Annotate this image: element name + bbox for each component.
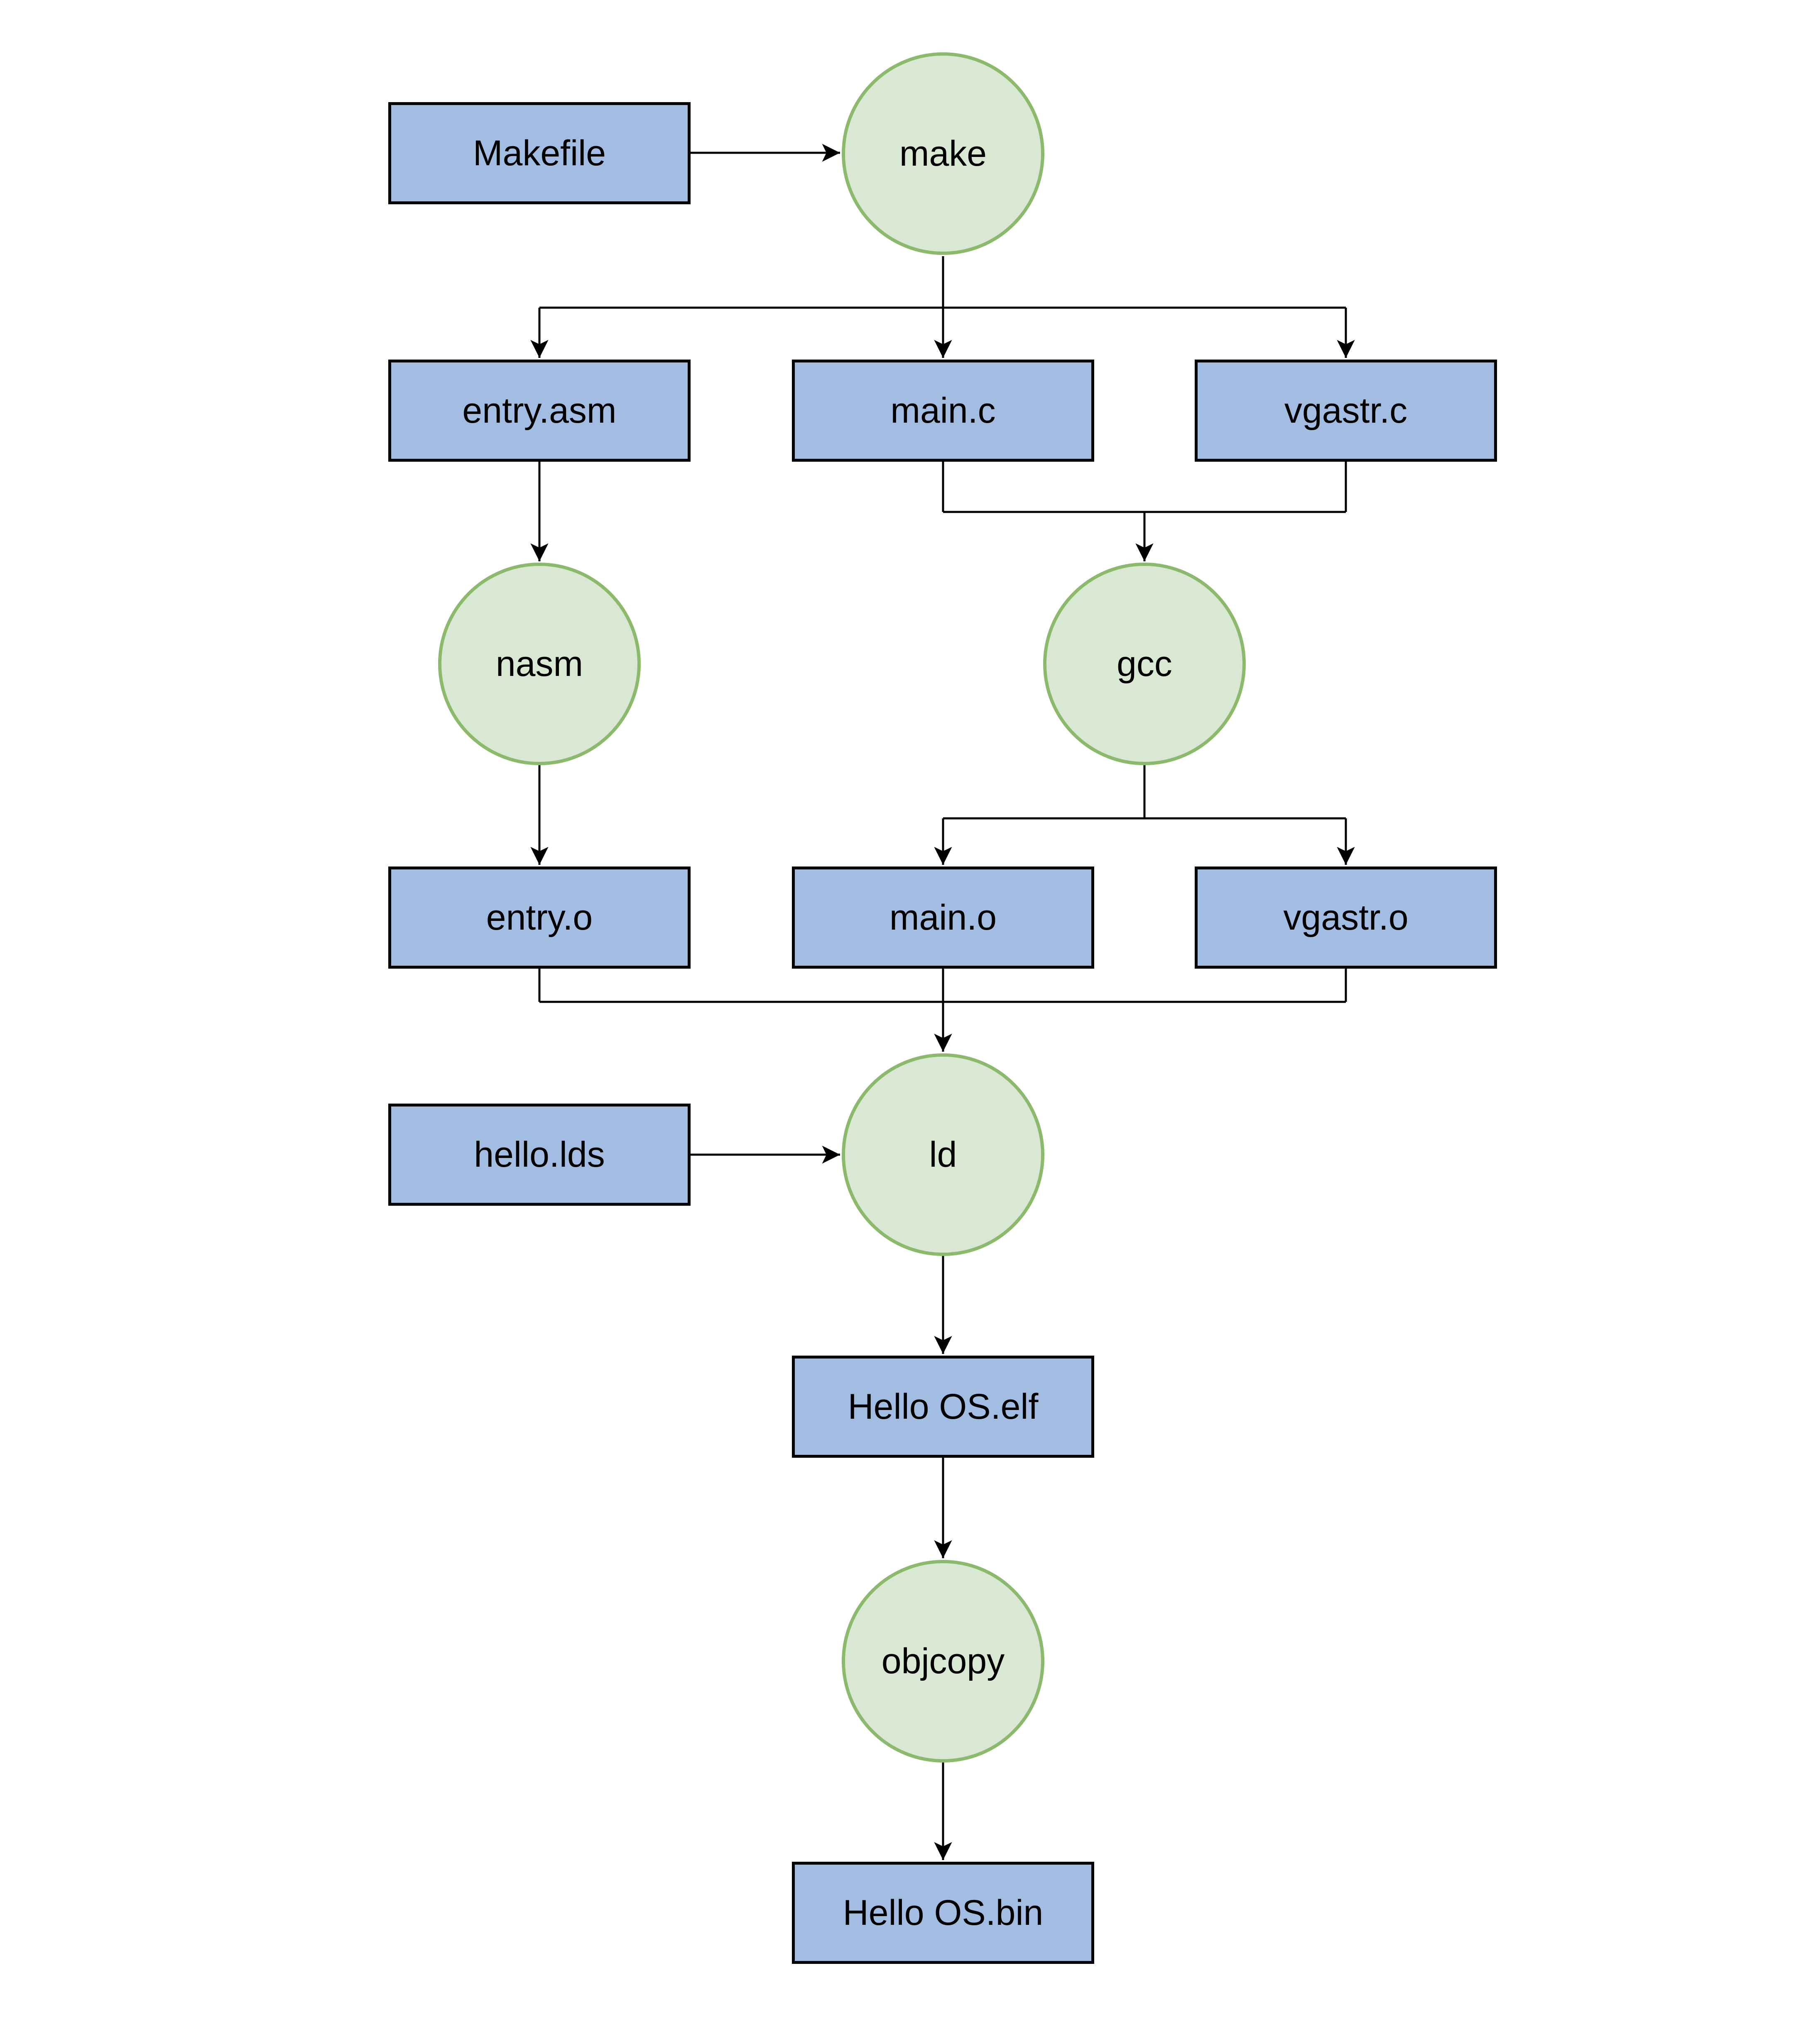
node-hello-lds: hello.lds xyxy=(388,1104,691,1206)
node-nasm-label: nasm xyxy=(495,644,583,684)
node-gcc-label: gcc xyxy=(1117,644,1172,684)
node-main-c-label: main.c xyxy=(890,391,996,431)
node-gcc: gcc xyxy=(1043,563,1246,765)
node-make: make xyxy=(842,52,1044,255)
node-objcopy-label: objcopy xyxy=(881,1641,1005,1681)
node-entry-asm-label: entry.asm xyxy=(462,391,617,431)
node-vgastr-o: vgastr.o xyxy=(1195,867,1497,969)
node-entry-asm: entry.asm xyxy=(388,360,691,462)
node-ld: ld xyxy=(842,1053,1044,1256)
node-makefile: Makefile xyxy=(388,102,691,204)
node-vgastr-c: vgastr.c xyxy=(1195,360,1497,462)
node-vgastr-c-label: vgastr.c xyxy=(1284,391,1408,431)
node-hello-lds-label: hello.lds xyxy=(474,1135,605,1175)
node-main-c: main.c xyxy=(792,360,1094,462)
node-hello-os-elf-label: Hello OS.elf xyxy=(848,1387,1039,1427)
node-hello-os-bin-label: Hello OS.bin xyxy=(843,1893,1044,1933)
node-vgastr-o-label: vgastr.o xyxy=(1283,898,1409,938)
node-entry-o-label: entry.o xyxy=(486,898,593,938)
node-entry-o: entry.o xyxy=(388,867,691,969)
node-main-o-label: main.o xyxy=(889,898,997,938)
node-make-label: make xyxy=(899,134,987,174)
node-objcopy: objcopy xyxy=(842,1560,1044,1762)
node-hello-os-bin: Hello OS.bin xyxy=(792,1862,1094,1964)
node-hello-os-elf: Hello OS.elf xyxy=(792,1356,1094,1458)
node-main-o: main.o xyxy=(792,867,1094,969)
node-ld-label: ld xyxy=(929,1135,957,1175)
node-makefile-label: Makefile xyxy=(473,133,606,173)
node-nasm: nasm xyxy=(438,563,641,765)
